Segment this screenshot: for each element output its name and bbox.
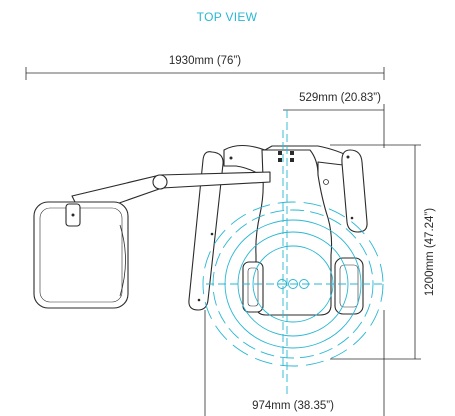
left-leg: [188, 151, 224, 311]
left-pad-curve: [119, 224, 126, 297]
right-wheel-inner: [339, 264, 359, 308]
dimension-lines: [25, 67, 421, 416]
bolt: [278, 151, 282, 155]
bolt: [278, 158, 282, 162]
base-width-label: 974mm (38.35”): [252, 400, 334, 412]
bolt: [323, 179, 329, 185]
left-wheel-inner: [247, 267, 259, 307]
emitter: [288, 279, 298, 289]
offset-width-label: 529mm (20.83”): [299, 92, 381, 104]
diagram-title: TOP VIEW: [197, 10, 258, 24]
range-arc: [202, 201, 384, 367]
left-pad: [33, 201, 129, 309]
right-wheel: [334, 257, 364, 315]
emitter: [299, 279, 309, 289]
range-arcs: [202, 110, 384, 395]
bolts: [71, 151, 354, 302]
arm-joint: [152, 174, 168, 190]
left-pad-inner: [39, 207, 123, 303]
bolt: [346, 155, 350, 159]
bolt: [229, 156, 233, 160]
height-label: 1200mm (47.24”): [424, 208, 436, 296]
bolt: [290, 158, 294, 162]
bolt: [197, 298, 201, 302]
right-leg: [341, 149, 368, 233]
emitter: [277, 279, 287, 289]
bolt: [290, 151, 294, 155]
bolt: [71, 213, 75, 217]
robot-outline: [33, 144, 368, 316]
bolt: [350, 216, 354, 220]
bolt: [210, 232, 214, 236]
overall-width-label: 1930mm (76”): [169, 55, 241, 67]
